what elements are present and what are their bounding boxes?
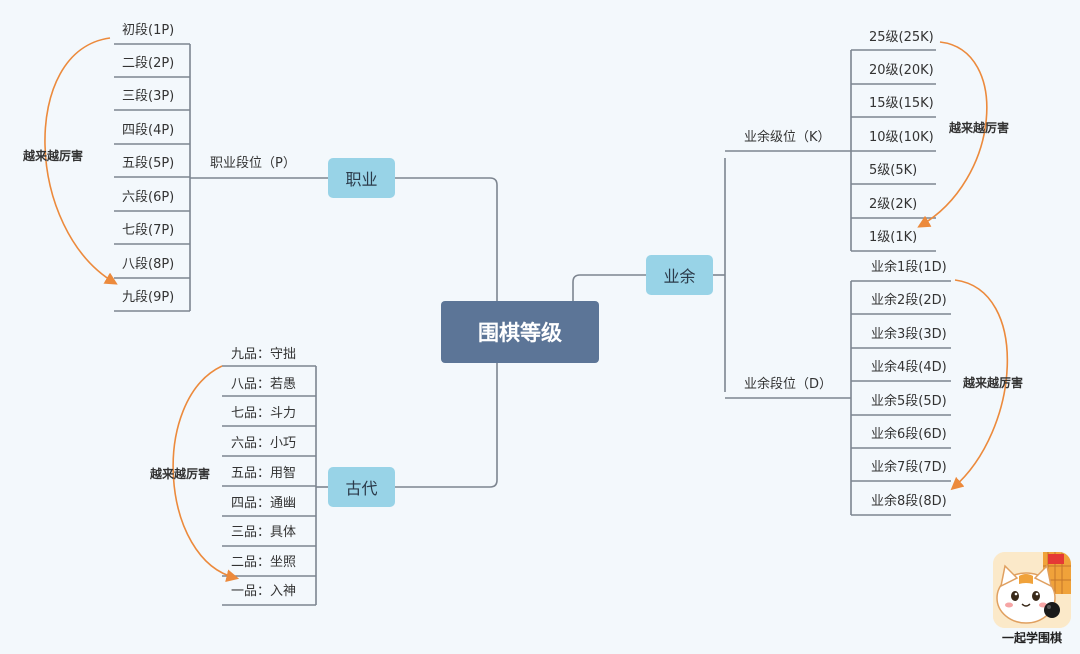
dan-item[interactable]: 业余8段(8D) <box>871 494 947 509</box>
ancient-item[interactable]: 四品：通幽 <box>231 496 297 511</box>
dan-item[interactable]: 业余6段(6D) <box>871 427 947 442</box>
connector-root-amateur <box>572 274 646 301</box>
kyu-item[interactable]: 25级(25K) <box>869 30 934 45</box>
ancient-item[interactable]: 二品：坐照 <box>231 555 297 570</box>
ancient-item[interactable]: 一品：入神 <box>231 584 297 599</box>
kyu-item[interactable]: 15级(15K) <box>869 96 934 111</box>
ancient-item[interactable]: 七品：斗力 <box>231 406 297 421</box>
connector-root-pro <box>395 177 498 301</box>
pro-item[interactable]: 七段(7P) <box>122 223 175 238</box>
pro-item[interactable]: 五段(5P) <box>122 156 175 171</box>
branch-pro[interactable]: 职业 <box>328 158 395 198</box>
kyu-item[interactable]: 5级(5K) <box>869 163 918 178</box>
kyu-item[interactable]: 1级(1K) <box>869 230 918 245</box>
logo-text: 一起学围棋 <box>1001 631 1062 645</box>
arrow-dan <box>950 279 1009 491</box>
dan-sub-label[interactable]: 业余段位（D） <box>744 377 833 392</box>
pro-item[interactable]: 六段(6P) <box>122 190 175 205</box>
kyu-item[interactable]: 20级(20K) <box>869 63 934 78</box>
dan-item[interactable]: 业余1段(1D) <box>871 260 947 275</box>
ancient-item[interactable]: 九品：守拙 <box>231 347 297 362</box>
branch-ancient[interactable]: 古代 <box>328 467 395 507</box>
dan-item[interactable]: 业余4段(4D) <box>871 360 947 375</box>
arrow-ancient <box>172 365 240 582</box>
dan-item[interactable]: 业余5段(5D) <box>871 394 947 409</box>
arrow-pro <box>44 37 118 285</box>
kyu-sub-label[interactable]: 业余级位（K） <box>744 130 831 145</box>
dan-item[interactable]: 业余3段(3D) <box>871 327 947 342</box>
connector-root-ancient <box>395 363 498 488</box>
kyu-item[interactable]: 2级(2K) <box>869 197 918 212</box>
arrow-kyu <box>917 41 988 228</box>
pro-annotation: 越来越厉害 <box>23 149 84 163</box>
ancient-item[interactable]: 三品：具体 <box>231 525 297 540</box>
dan-annotation: 越来越厉害 <box>963 376 1024 390</box>
dan-item[interactable]: 业余2段(2D) <box>871 293 947 308</box>
branch-amateur[interactable]: 业余 <box>646 255 713 295</box>
pro-item[interactable]: 初段(1P) <box>122 23 175 38</box>
pro-item[interactable]: 三段(3P) <box>122 89 175 104</box>
cat-logo-icon <box>993 552 1071 628</box>
dan-item[interactable]: 业余7段(7D) <box>871 460 947 475</box>
pro-item[interactable]: 二段(2P) <box>122 56 175 71</box>
pro-item[interactable]: 四段(4P) <box>122 123 175 138</box>
kyu-item[interactable]: 10级(10K) <box>869 130 934 145</box>
ancient-item[interactable]: 八品：若愚 <box>231 377 297 392</box>
ancient-item[interactable]: 五品：用智 <box>231 466 297 481</box>
root-topic[interactable]: 围棋等级 <box>441 301 599 363</box>
ancient-annotation: 越来越厉害 <box>150 467 211 481</box>
pro-item[interactable]: 八段(8P) <box>122 257 175 272</box>
kyu-annotation: 越来越厉害 <box>949 121 1010 135</box>
ancient-item[interactable]: 六品：小巧 <box>231 436 297 451</box>
pro-item[interactable]: 九段(9P) <box>122 290 175 305</box>
pro-sub-label[interactable]: 职业段位（P） <box>210 156 296 171</box>
